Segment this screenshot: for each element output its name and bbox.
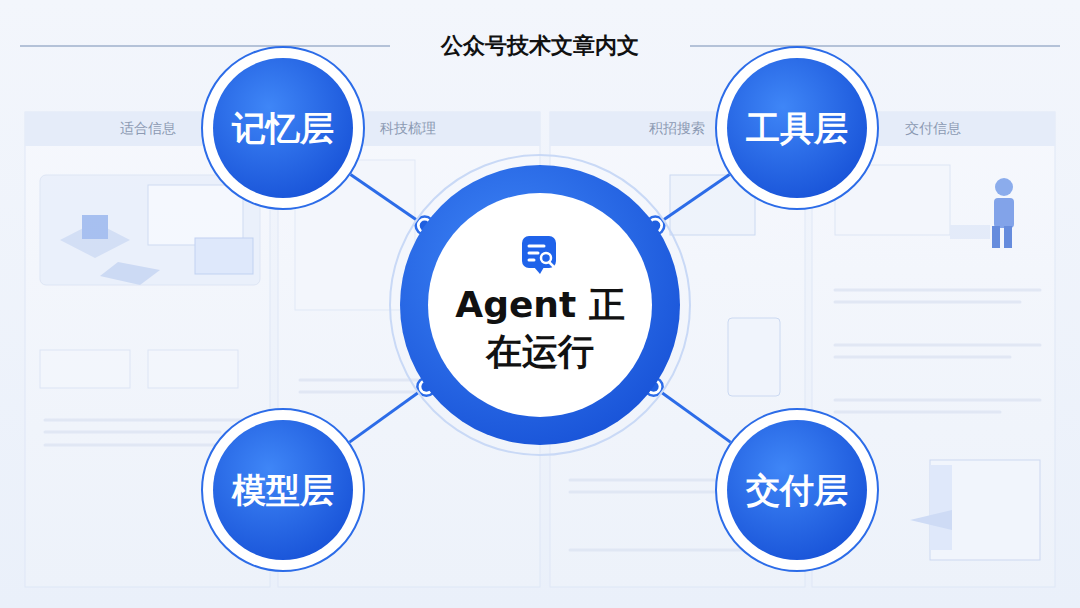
agent-icon: [520, 234, 560, 276]
panel-header: 科技梳理: [380, 120, 436, 138]
panel-header: 交付信息: [905, 120, 961, 138]
layer-label: 模型层: [232, 468, 334, 512]
layer-circle: 工具层: [715, 46, 879, 210]
layer-label: 交付层: [746, 468, 848, 512]
connector-line: [655, 175, 729, 226]
layer-label: 记忆层: [232, 106, 334, 150]
layer-circle: 模型层: [201, 408, 365, 572]
hub-label: Agent 正在运行: [448, 282, 632, 376]
layer-circle: 记忆层: [201, 46, 365, 210]
panel-header: 积招搜索: [649, 120, 705, 138]
diagram-title: 公众号技术文章内文: [441, 31, 639, 61]
panel-header: 适合信息: [120, 120, 176, 138]
connector-line: [351, 175, 425, 226]
layer-label: 工具层: [746, 106, 848, 150]
agent-hub-circle: Agent 正在运行: [400, 165, 680, 445]
connector-line: [654, 387, 731, 442]
layer-circle: 交付层: [715, 408, 879, 572]
connector-line: [350, 387, 427, 442]
